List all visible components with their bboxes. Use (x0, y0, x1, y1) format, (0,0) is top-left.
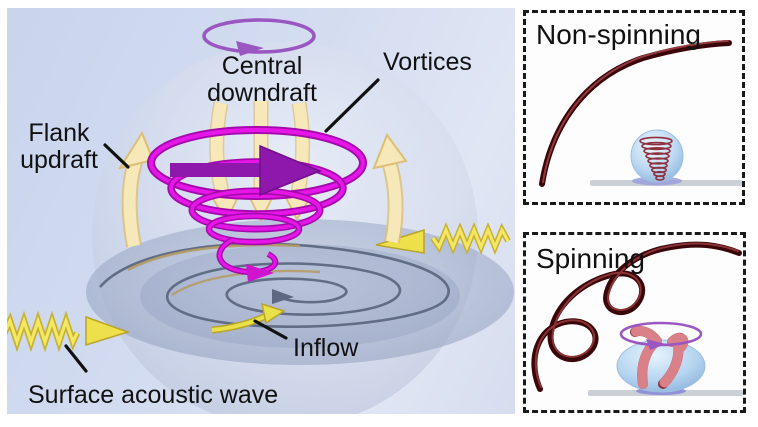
non-spinning-art (539, 40, 742, 187)
spinning-art (531, 241, 743, 396)
top-rotation-ellipse-icon (202, 18, 316, 56)
saw-pointer-line (64, 344, 88, 373)
vortices-label: Vortices (383, 48, 472, 76)
saw-wave-left-icon (7, 310, 131, 353)
vortices-pointer-line (324, 78, 380, 133)
fiber-curve-icon (539, 40, 732, 187)
pointer-lines (64, 78, 380, 373)
fiber-coil-icon (531, 241, 742, 392)
central-downdraft-label: Central downdraft (207, 52, 317, 107)
inflow-arrow-icon (211, 302, 286, 334)
core-rotation-arrow-icon (170, 144, 322, 197)
ground-spiral-icon (99, 242, 450, 329)
spiral-center-arrow-icon (272, 289, 294, 304)
coiled-fiber-bundle-icon (630, 326, 689, 389)
flank-updraft-label: Flank updraft (20, 119, 98, 174)
inflow-pointer-line (253, 319, 288, 340)
spinning-rotation-ellipse-icon (619, 321, 703, 350)
droplet-vortex-cone-icon (639, 136, 673, 181)
main-diagram-panel: Central downdraft Vortices Flank updraft… (7, 8, 515, 414)
inflow-label: Inflow (293, 334, 359, 362)
surface-acoustic-wave-label: Surface acoustic wave (28, 381, 279, 409)
spinning-title: Spinning (536, 243, 645, 274)
updraft-arrow-right-icon (372, 132, 408, 244)
vortex-rings-icon (147, 126, 367, 282)
inset-non-spinning: Non-spinning (523, 10, 745, 205)
non-spinning-title: Non-spinning (536, 19, 701, 50)
vortex-tail-arrow-icon (246, 264, 274, 282)
vortex-scene-art (7, 18, 514, 414)
flank-updraft-pointer-line (103, 143, 130, 169)
updraft-arrow-left-icon (117, 130, 155, 248)
inset-spinning: Spinning (523, 232, 746, 413)
